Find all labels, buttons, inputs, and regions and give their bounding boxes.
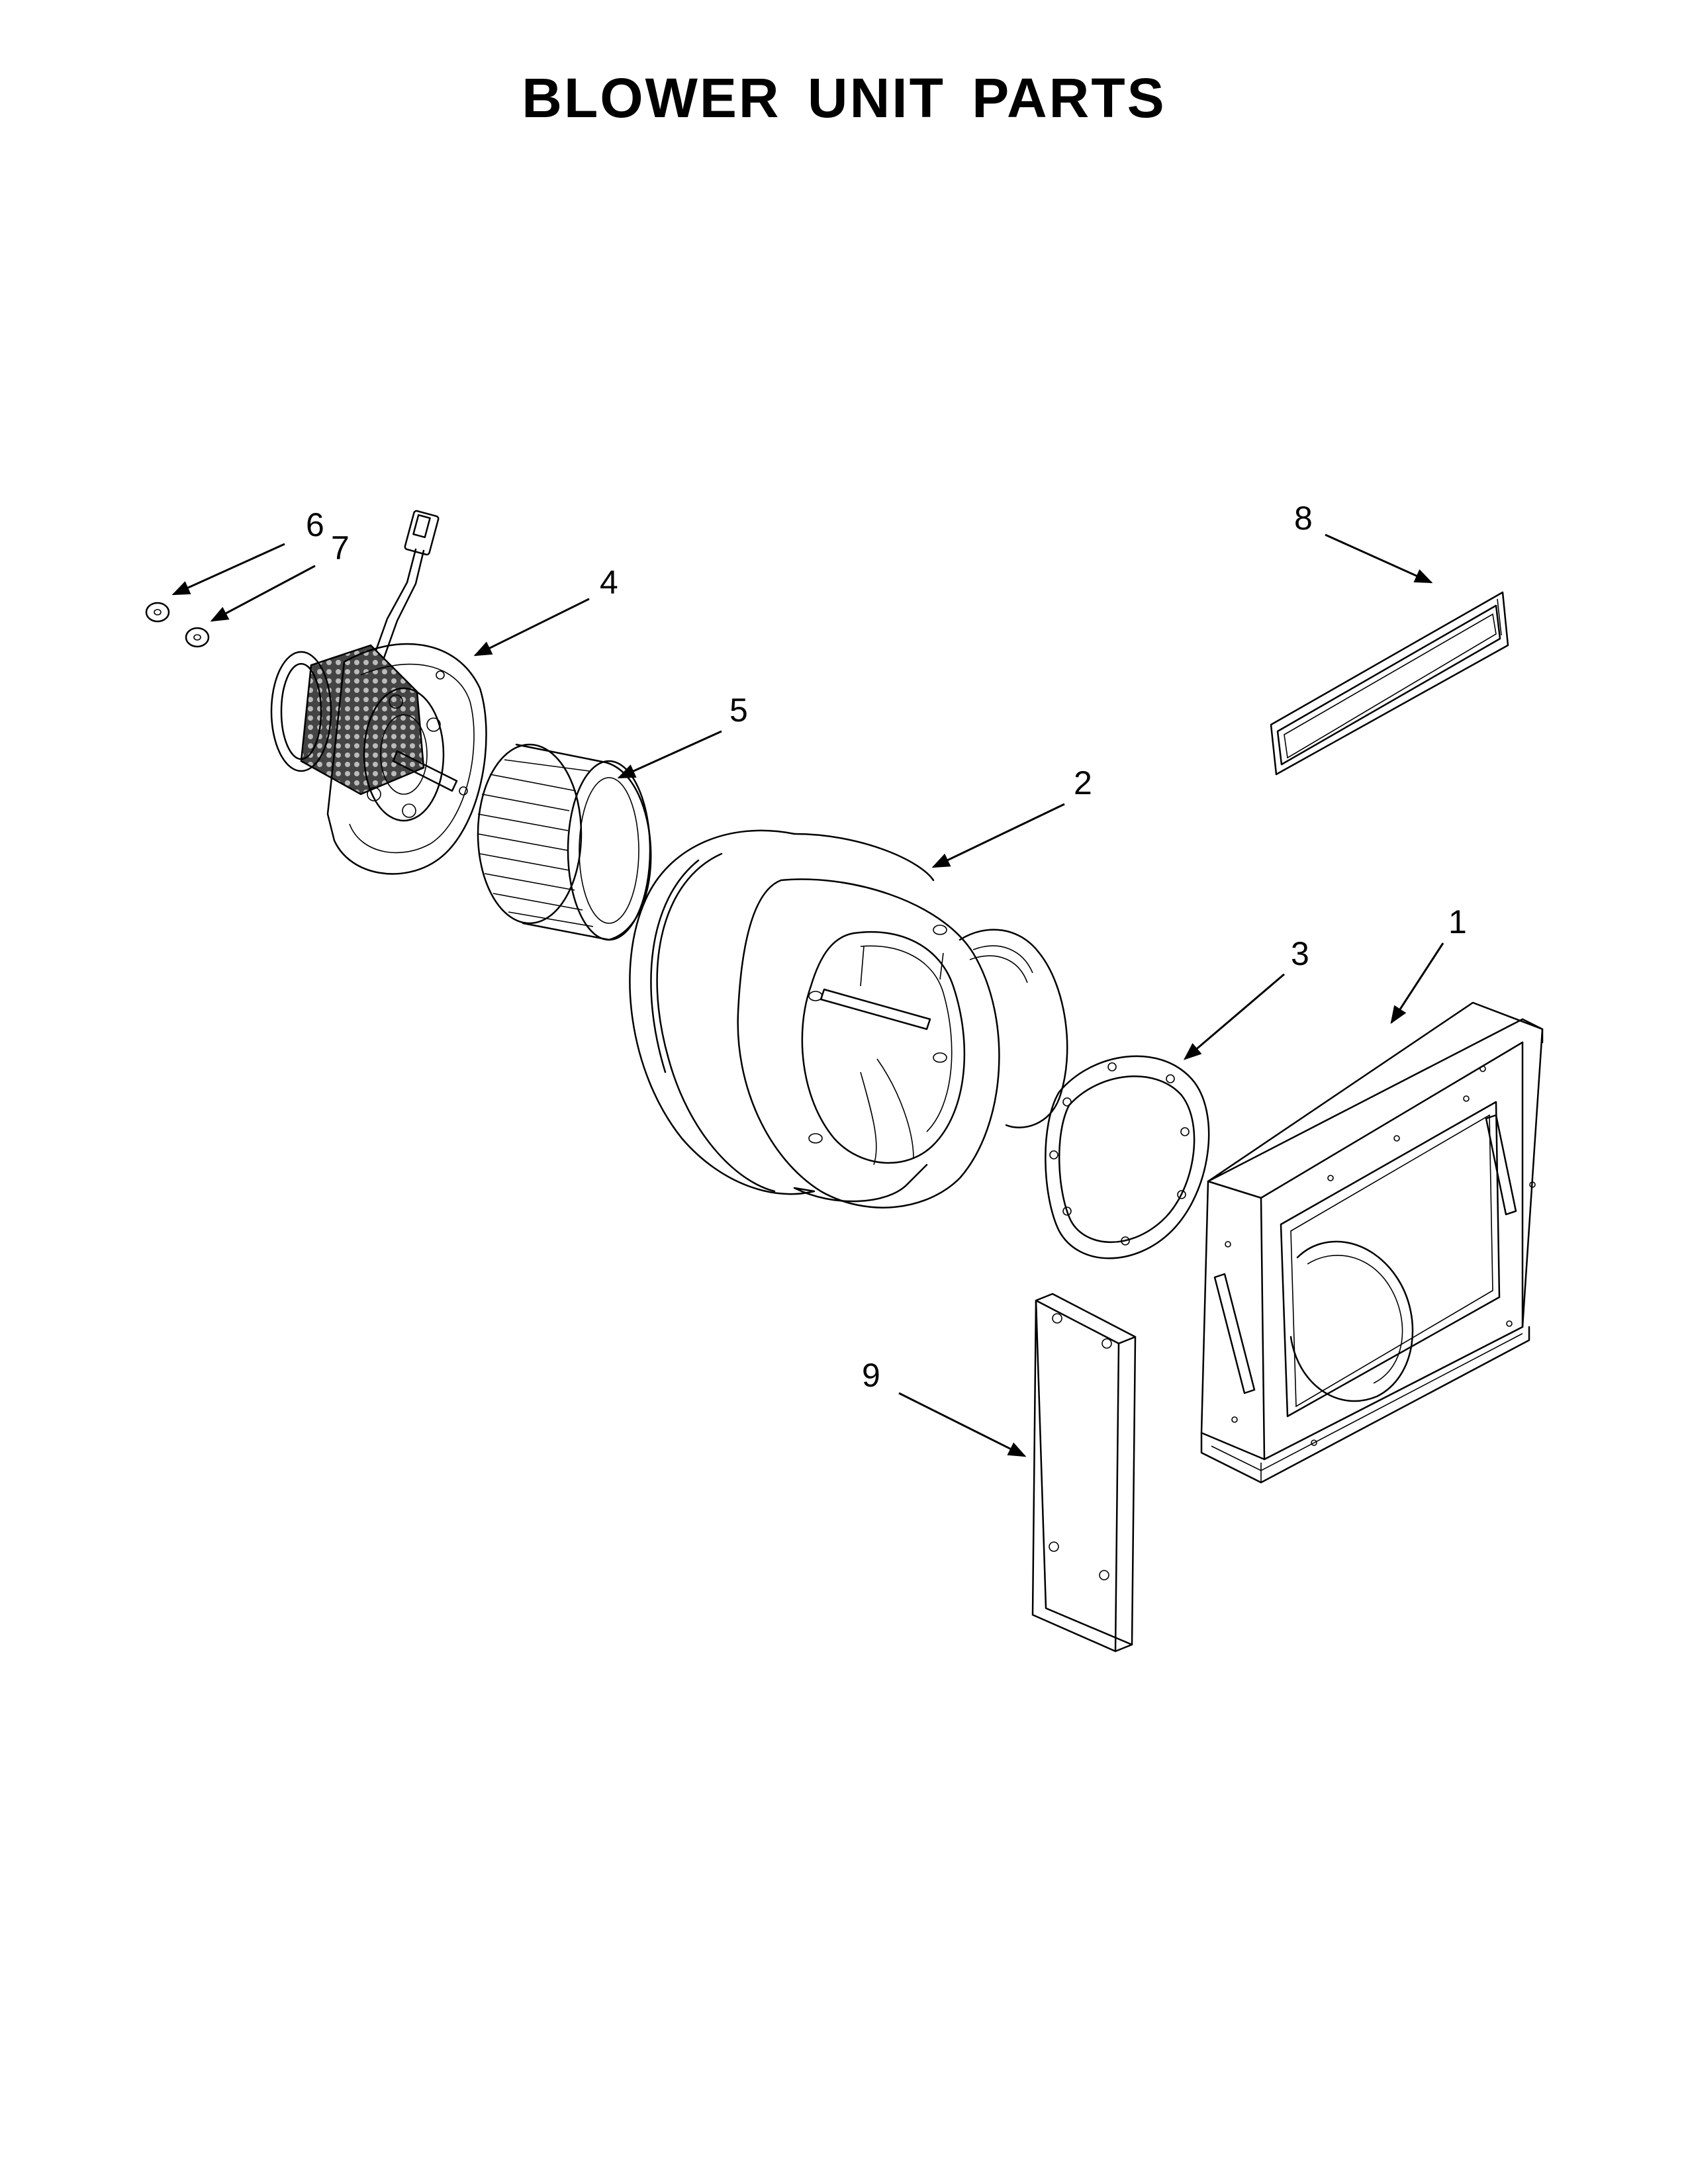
- leader-7: [210, 565, 316, 622]
- leader-5: [617, 730, 722, 779]
- leader-1: [1390, 942, 1444, 1024]
- callout-3: 3: [1291, 935, 1309, 972]
- part-6-washer[interactable]: [145, 602, 170, 623]
- part-7-washer[interactable]: [185, 627, 210, 648]
- callout-6: 6: [306, 506, 324, 543]
- leader-2: [931, 803, 1065, 868]
- callout-1: 1: [1448, 903, 1467, 940]
- part-5-blower-wheel[interactable]: [477, 743, 652, 941]
- part-8-filter[interactable]: [1270, 591, 1509, 776]
- part-4-motor[interactable]: [270, 510, 487, 875]
- callout-4: 4: [600, 564, 618, 601]
- leader-9: [898, 1392, 1027, 1457]
- part-3-gasket[interactable]: [1045, 1055, 1210, 1259]
- part-9-cover-plate[interactable]: [1031, 1293, 1137, 1653]
- leader-lines: [171, 533, 1444, 1457]
- leader-3: [1183, 973, 1285, 1060]
- page-title: BLOWER UNIT PARTS: [522, 67, 1166, 129]
- part-1-frame[interactable]: [1200, 1001, 1544, 1484]
- leader-8: [1325, 533, 1433, 584]
- callout-7: 7: [331, 529, 350, 567]
- callout-8: 8: [1294, 500, 1313, 537]
- callout-9: 9: [862, 1357, 880, 1394]
- callout-5: 5: [729, 692, 748, 729]
- leader-4: [473, 598, 590, 657]
- part-2-blower-housing[interactable]: [629, 829, 1068, 1208]
- callout-2: 2: [1074, 764, 1092, 801]
- leader-6: [171, 543, 285, 596]
